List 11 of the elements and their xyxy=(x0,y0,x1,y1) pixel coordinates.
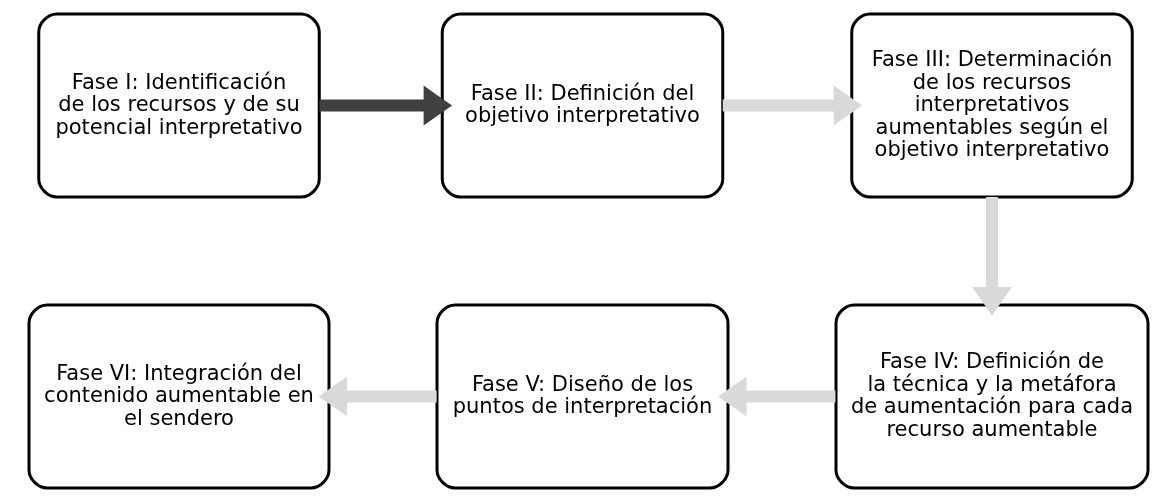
arrow xyxy=(318,376,437,417)
arrow xyxy=(722,85,862,126)
node-box: Fase VI: Integración del contenido aumentable en el sendero xyxy=(27,303,330,490)
node-box: Fase III: Determinación de los recursos interpretativos aumentables según el objetivo interpretativo xyxy=(849,12,1134,199)
node-box: Fase I: Identificación de los recursos y de su potencial interpretativo xyxy=(36,12,321,199)
node-box: Fase II: Definición del objetivo interpretativo xyxy=(440,12,724,199)
arrow xyxy=(717,376,835,417)
arrow xyxy=(971,197,1012,316)
node-box: Fase IV: Definición de la técnica y la metáfora de aumentación para cada recurso aumentable xyxy=(834,303,1149,490)
arrow xyxy=(318,85,452,126)
node-box: Fase V: Diseño de los puntos de interpretación xyxy=(435,303,729,490)
